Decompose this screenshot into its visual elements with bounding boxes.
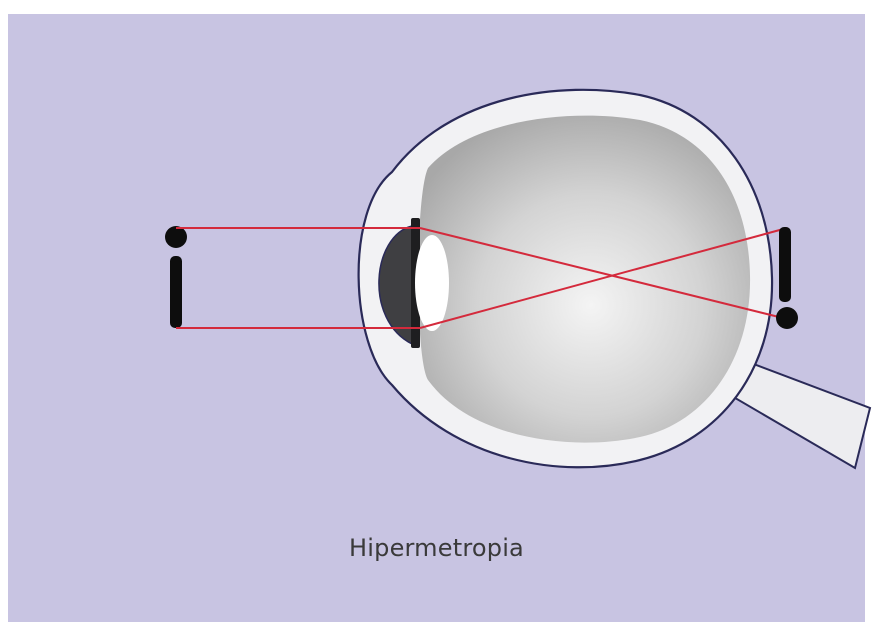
diagram-caption: Hipermetropia [0, 530, 873, 566]
eyeball-vitreous [418, 116, 750, 443]
object-dot [165, 226, 187, 248]
image-bar [779, 227, 791, 302]
object-bar [170, 256, 182, 328]
lens [415, 235, 449, 331]
image-dot [776, 307, 798, 329]
